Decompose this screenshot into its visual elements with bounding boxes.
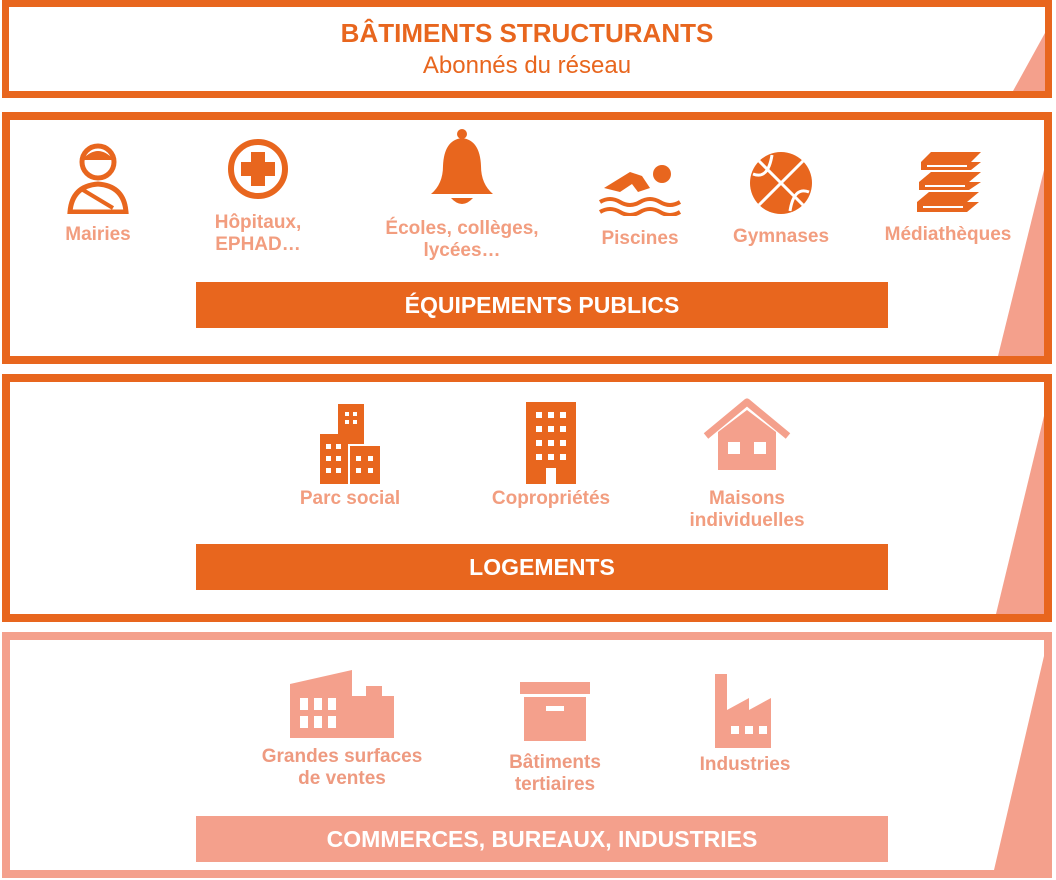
item-label: Grandes surfaces de ventes	[261, 746, 423, 789]
item-label: Industries	[699, 754, 791, 775]
basketball-icon	[750, 152, 812, 214]
buildings-icon	[320, 404, 380, 484]
archive-box-icon	[520, 682, 590, 741]
item-mairies: Mairies	[38, 140, 158, 246]
publics-panel: Mairies Hôpitaux, EPHAD… Écoles, collège…	[2, 112, 1052, 364]
medical-cross-icon	[228, 139, 288, 199]
item-ecoles: Écoles, collèges, lycées…	[362, 128, 562, 262]
item-label: Hôpitaux, EPHAD…	[214, 212, 302, 255]
item-grandes-surfaces: Grandes surfaces de ventes	[242, 668, 442, 790]
item-piscines: Piscines	[580, 158, 700, 250]
item-coproprietes: Copropriétés	[476, 400, 626, 510]
header-wedge	[985, 7, 1045, 91]
item-label: Maisons individuelles	[689, 488, 805, 531]
header-panel: BÂTIMENTS STRUCTURANTS Abonnés du réseau	[2, 0, 1052, 98]
logements-wedge	[984, 382, 1044, 614]
publics-band: ÉQUIPEMENTS PUBLICS	[196, 282, 888, 328]
publics-wedge	[984, 120, 1044, 356]
commerces-panel: Grandes surfaces de ventes Bâtiments ter…	[2, 632, 1052, 878]
books-icon	[917, 152, 981, 212]
item-parc-social: Parc social	[280, 400, 420, 510]
item-label: Bâtiments tertiaires	[509, 752, 601, 795]
item-label: Écoles, collèges, lycées…	[385, 218, 539, 261]
header-title: BÂTIMENTS STRUCTURANTS	[340, 18, 714, 48]
header-subtitle: Abonnés du réseau	[422, 52, 632, 79]
item-label: Gymnases	[732, 226, 830, 247]
item-mediatheques: Médiathèques	[868, 146, 1028, 246]
item-label: Mairies	[65, 224, 131, 245]
bell-icon	[431, 129, 493, 204]
item-industries: Industries	[670, 668, 820, 776]
swimmer-icon	[598, 165, 682, 216]
item-hopitaux: Hôpitaux, EPHAD…	[188, 138, 328, 256]
item-label: Piscines	[601, 228, 679, 249]
item-gymnases: Gymnases	[716, 150, 846, 248]
item-batiments-tertiaires: Bâtiments tertiaires	[480, 680, 630, 796]
item-label: Médiathèques	[884, 224, 1012, 245]
tower-icon	[526, 402, 576, 484]
item-maisons: Maisons individuelles	[672, 398, 822, 532]
item-label: Copropriétés	[491, 488, 611, 509]
house-icon	[703, 398, 791, 470]
logements-panel: Parc social Copropriétés Maisons individ…	[2, 374, 1052, 622]
commerces-band: COMMERCES, BUREAUX, INDUSTRIES	[196, 816, 888, 862]
item-label: Parc social	[299, 488, 401, 509]
person-icon	[67, 143, 129, 214]
mall-icon	[290, 670, 394, 738]
factory-icon	[715, 674, 771, 748]
logements-band: LOGEMENTS	[196, 544, 888, 590]
commerces-wedge	[984, 640, 1044, 870]
